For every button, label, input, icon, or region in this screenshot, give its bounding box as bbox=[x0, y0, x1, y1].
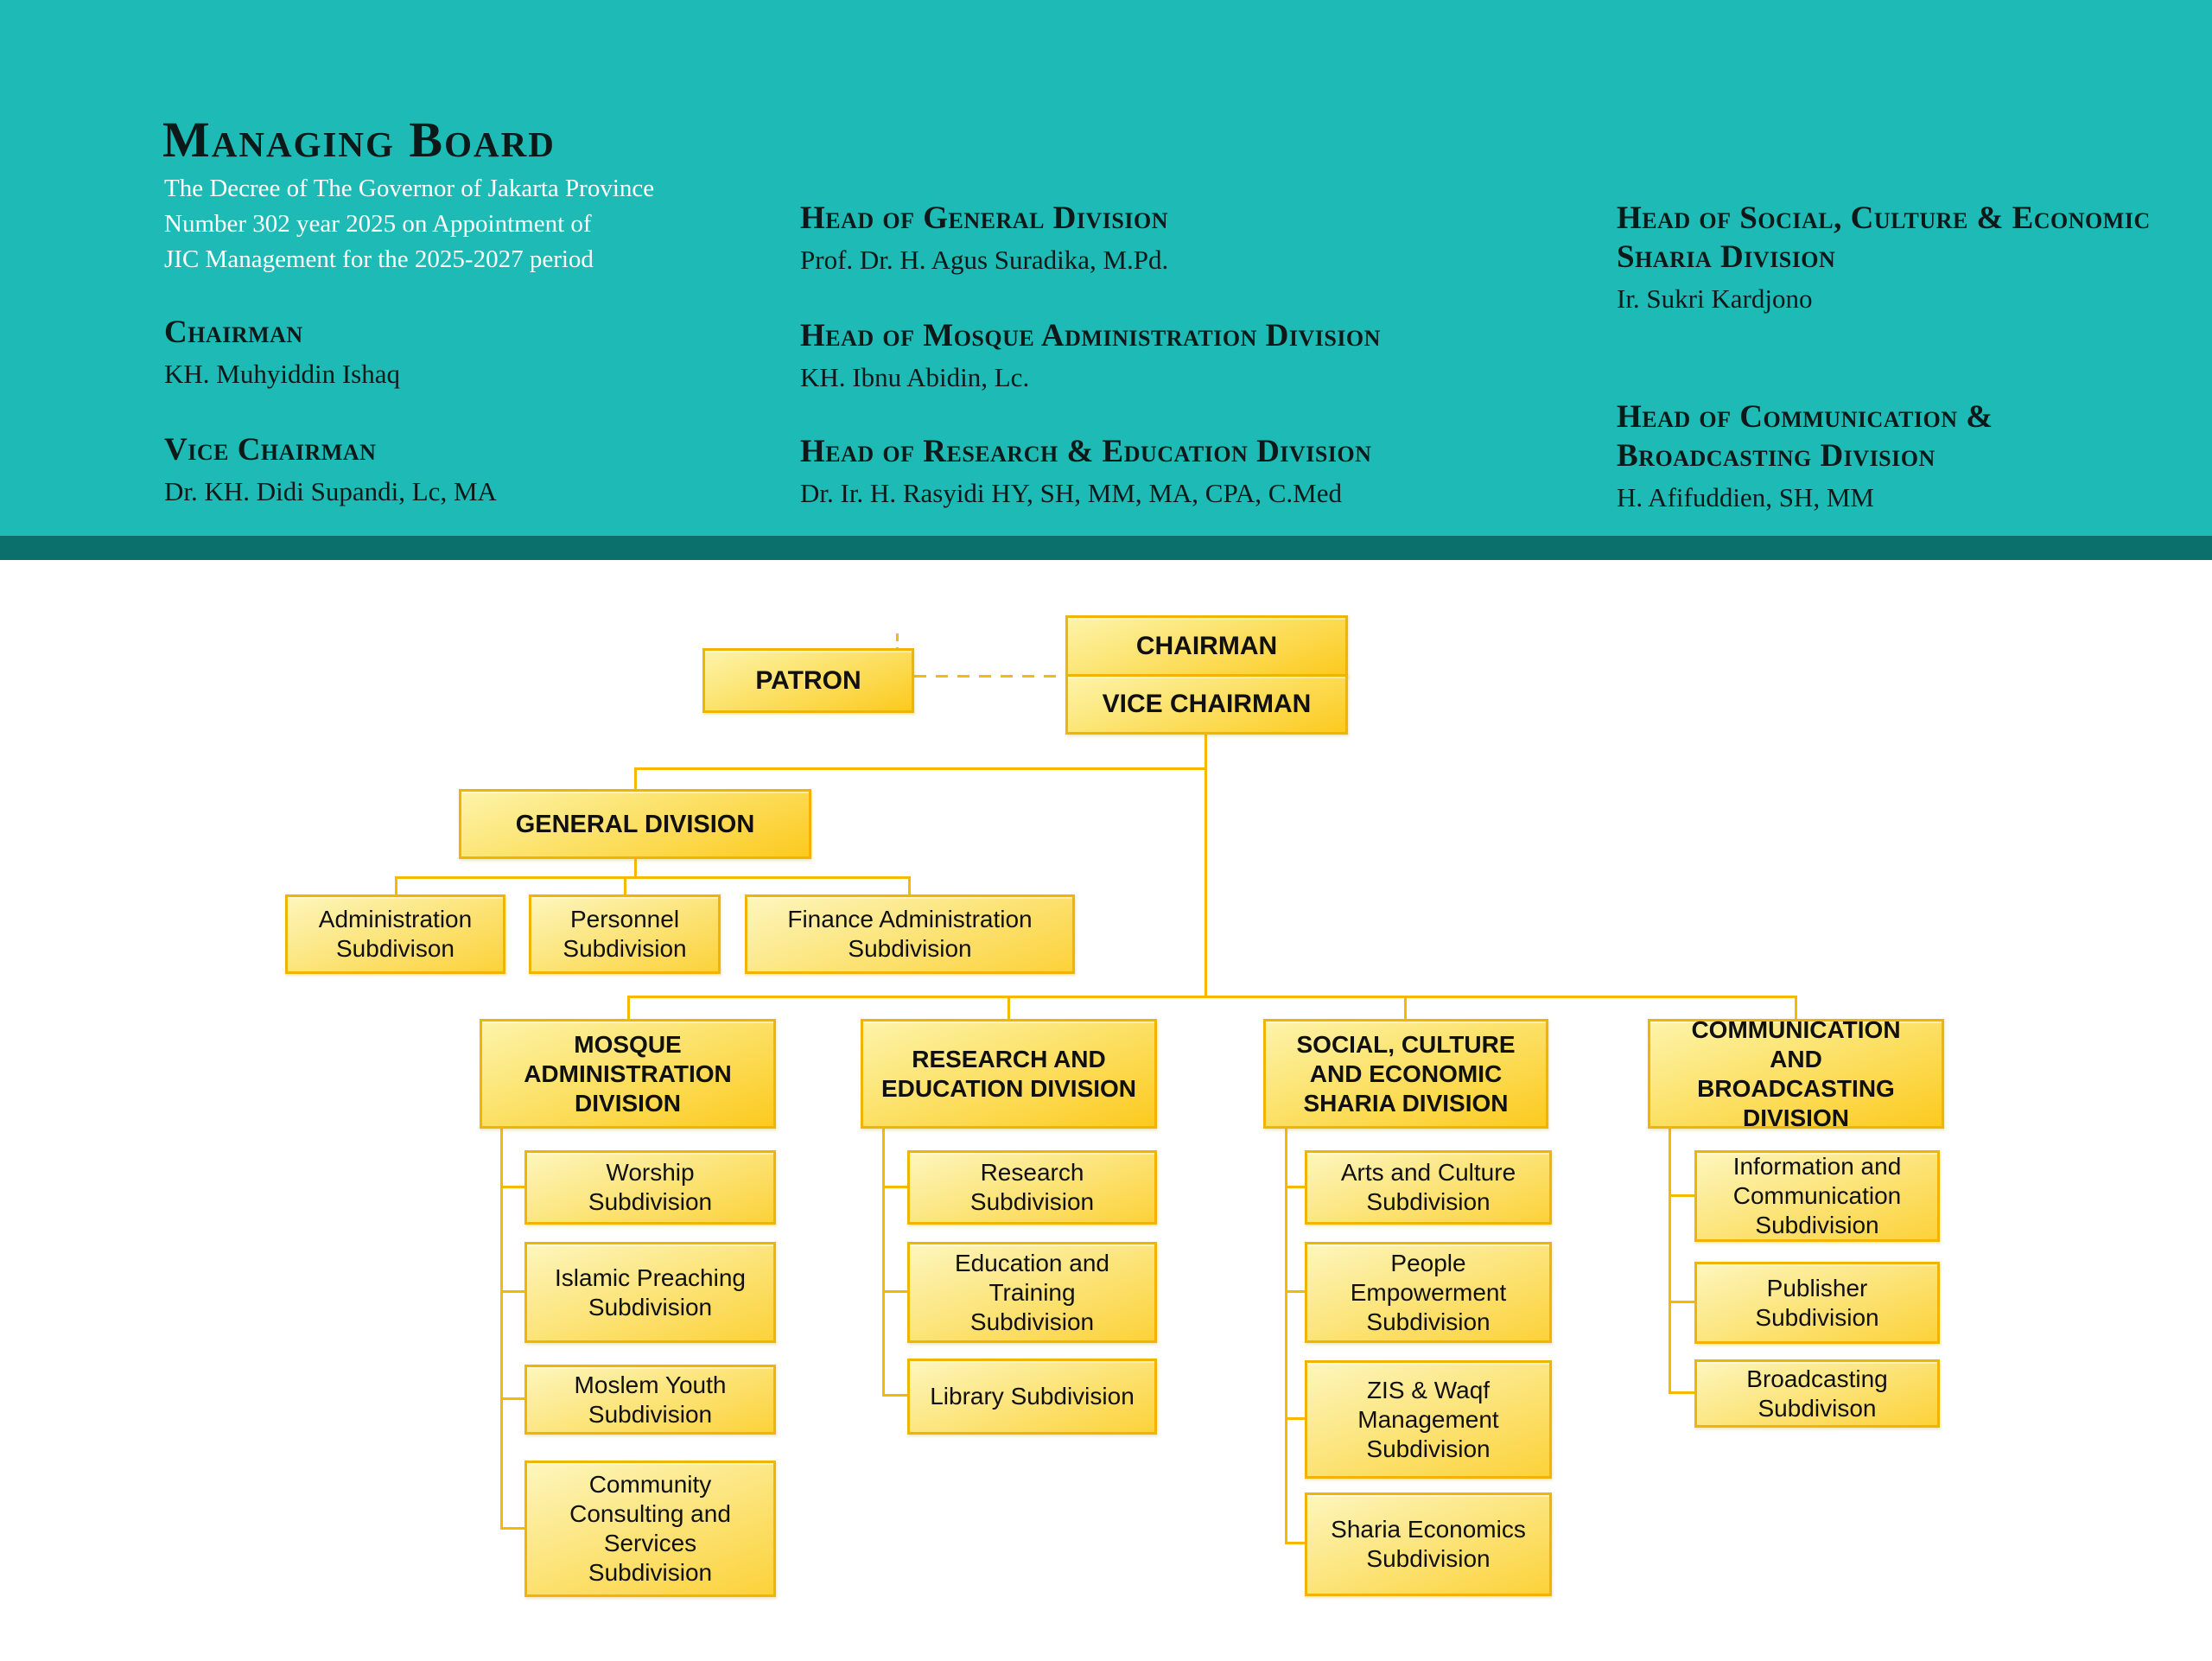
connector-drop-admin bbox=[395, 876, 397, 895]
connector-drop-social bbox=[1404, 996, 1407, 1020]
connector-general-feed bbox=[634, 858, 637, 878]
header-divider-strip bbox=[0, 536, 2212, 560]
node-research-division: RESEARCH AND EDUCATION DIVISION bbox=[861, 1019, 1157, 1129]
node-communication-division: COMMUNICATION AND BROADCASTING DIVISION bbox=[1648, 1016, 1944, 1131]
connector-stub-islamic bbox=[500, 1290, 524, 1293]
connector-rail-communication bbox=[1669, 1129, 1671, 1394]
node-sharia-economics-subdivision: Sharia Economics Subdivision bbox=[1305, 1492, 1552, 1596]
connector-patron-chairman bbox=[914, 675, 1065, 678]
role-head-communication: Head of Communication & Broadcasting Div… bbox=[1617, 399, 1993, 474]
connector-stub-worship bbox=[500, 1186, 524, 1188]
name-head-general: Prof. Dr. H. Agus Suradika, M.Pd. bbox=[800, 245, 1169, 275]
connector-rail-mosque bbox=[500, 1129, 503, 1530]
connector-stub-community bbox=[500, 1527, 524, 1530]
node-personnel-subdivision: Personnel Subdivision bbox=[529, 894, 721, 974]
node-moslem-youth-subdivision: Moslem Youth Subdivision bbox=[524, 1365, 776, 1435]
name-head-social: Ir. Sukri Kardjono bbox=[1617, 283, 1813, 314]
connector-drop-communication bbox=[1795, 996, 1797, 1020]
name-head-communication: H. Afifuddien, SH, MM bbox=[1617, 482, 1874, 512]
node-information-communication-subdivision: Information and Communication Subdivisio… bbox=[1694, 1150, 1940, 1242]
connector-dashed-stub bbox=[896, 633, 899, 648]
node-broadcasting-subdivision: Broadcasting Subdivison bbox=[1694, 1359, 1940, 1428]
node-research-subdivision: Research Subdivision bbox=[907, 1150, 1157, 1225]
node-zis-waqf-subdivision: ZIS & Waqf Management Subdivision bbox=[1305, 1360, 1552, 1479]
connector-stub-arts bbox=[1285, 1186, 1305, 1188]
decree-text: The Decree of The Governor of Jakarta Pr… bbox=[164, 171, 654, 277]
name-vice-chairman: Dr. KH. Didi Supandi, Lc, MA bbox=[164, 476, 497, 506]
connector-chairman-feed bbox=[1205, 734, 1207, 998]
node-mosque-division: MOSQUE ADMINISTRATION DIVISION bbox=[480, 1019, 776, 1129]
name-head-mosque: KH. Ibnu Abidin, Lc. bbox=[800, 362, 1030, 392]
role-head-general: Head of General Division bbox=[800, 200, 1168, 236]
node-vice-chairman: VICE CHAIRMAN bbox=[1065, 674, 1348, 735]
node-administration-subdivision: Administration Subdivison bbox=[285, 894, 505, 974]
connector-stub-broadcasting bbox=[1669, 1391, 1694, 1394]
node-finance-subdivision: Finance Administration Subdivision bbox=[745, 894, 1075, 974]
connector-rail-social bbox=[1285, 1129, 1287, 1544]
role-head-research: Head of Research & Education Division bbox=[800, 434, 1372, 469]
page-title: Managing Board bbox=[162, 111, 556, 168]
connector-stub-research-sub bbox=[882, 1186, 907, 1188]
connector-stub-sharia bbox=[1285, 1542, 1305, 1544]
node-arts-culture-subdivision: Arts and Culture Subdivision bbox=[1305, 1150, 1552, 1225]
connector-stub-zis bbox=[1285, 1417, 1305, 1420]
connector-drop-personnel bbox=[624, 876, 626, 895]
connector-stub-education bbox=[882, 1290, 907, 1293]
node-worship-subdivision: Worship Subdivision bbox=[524, 1150, 776, 1225]
connector-rail-research bbox=[882, 1129, 885, 1397]
connector-drop-finance bbox=[908, 876, 911, 895]
node-community-consulting-subdivision: Community Consulting and Services Subdiv… bbox=[524, 1461, 776, 1597]
connector-stub-library bbox=[882, 1394, 907, 1397]
name-chairman: KH. Muhyiddin Ishaq bbox=[164, 359, 400, 389]
name-head-research: Dr. Ir. H. Rasyidi HY, SH, MM, MA, CPA, … bbox=[800, 478, 1342, 508]
connector-stub-moslem bbox=[500, 1397, 524, 1400]
connector-rail-general bbox=[634, 767, 1207, 770]
decree-line: The Decree of The Governor of Jakarta Pr… bbox=[164, 175, 655, 202]
node-education-training-subdivision: Education and Training Subdivision bbox=[907, 1242, 1157, 1343]
role-head-social: Head of Social, Culture & Economic Shari… bbox=[1617, 200, 2151, 275]
connector-rail-divisions bbox=[627, 996, 1797, 998]
connector-drop-general bbox=[634, 767, 637, 791]
connector-stub-people bbox=[1285, 1290, 1305, 1293]
node-library-subdivision: Library Subdivision bbox=[907, 1359, 1157, 1435]
node-publisher-subdivision: Publisher Subdivision bbox=[1694, 1262, 1940, 1344]
role-chairman: Chairman bbox=[164, 315, 303, 350]
decree-line: JIC Management for the 2025-2027 period bbox=[164, 245, 594, 273]
connector-drop-mosque bbox=[627, 996, 630, 1020]
decree-line: Number 302 year 2025 on Appointment of bbox=[164, 210, 592, 238]
header-band bbox=[0, 0, 2212, 536]
node-general-division: GENERAL DIVISION bbox=[459, 789, 811, 859]
connector-stub-publisher bbox=[1669, 1301, 1694, 1303]
role-vice-chairman: Vice Chairman bbox=[164, 432, 377, 468]
node-people-empowerment-subdivision: People Empowerment Subdivision bbox=[1305, 1242, 1552, 1343]
connector-rail-general-subs bbox=[395, 876, 911, 879]
node-islamic-preaching-subdivision: Islamic Preaching Subdivision bbox=[524, 1242, 776, 1343]
connector-drop-research bbox=[1007, 996, 1010, 1020]
node-chairman: CHAIRMAN bbox=[1065, 615, 1348, 677]
role-head-mosque: Head of Mosque Administration Division bbox=[800, 318, 1381, 353]
node-social-division: SOCIAL, CULTURE AND ECONOMIC SHARIA DIVI… bbox=[1263, 1019, 1548, 1129]
node-patron: PATRON bbox=[702, 648, 914, 713]
connector-stub-information bbox=[1669, 1194, 1694, 1197]
